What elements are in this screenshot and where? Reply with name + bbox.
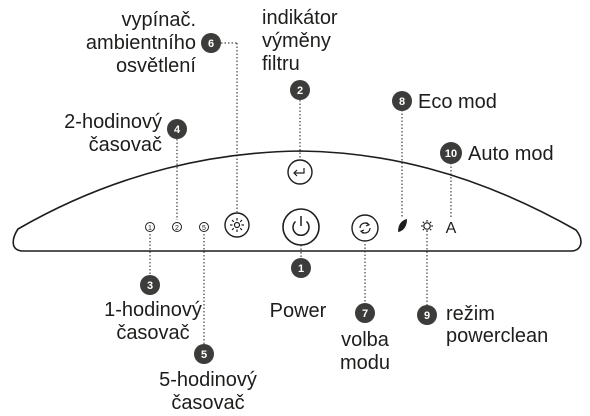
svg-text:5: 5 [202, 225, 206, 232]
svg-text:filtru: filtru [262, 53, 300, 75]
cycle-icon [359, 222, 371, 234]
svg-text:volba: volba [341, 329, 390, 351]
badge-6: 6 [201, 33, 221, 53]
sun-icon [230, 218, 244, 232]
label-mode-select: volba modu [340, 329, 390, 374]
label-timer-1h: 1-hodinový časovač [104, 299, 202, 344]
badge-3: 3 [140, 275, 160, 295]
svg-text:1-hodinový: 1-hodinový [104, 299, 202, 321]
svg-text:9: 9 [424, 310, 430, 322]
label-auto-mode: Auto mod [468, 143, 554, 165]
svg-text:2: 2 [297, 85, 303, 97]
svg-text:5-hodinový: 5-hodinový [159, 369, 257, 391]
svg-text:6: 6 [208, 38, 214, 50]
label-filter-indicator: indikátor výměny filtru [262, 7, 338, 75]
panel-outline [12, 150, 582, 252]
auto-indicator: A [446, 220, 457, 237]
label-ambient-light: vypínač. ambientního osvětlení [86, 9, 197, 77]
label-eco-mode: Eco mod [418, 91, 497, 113]
badge-4: 4 [167, 119, 187, 139]
timer-1-icon[interactable]: 1 [145, 222, 155, 233]
label-power: Power [270, 300, 327, 322]
svg-text:7: 7 [362, 308, 368, 320]
leaf-icon [398, 219, 407, 232]
svg-text:časovač: časovač [89, 134, 162, 156]
badge-10: 10 [440, 142, 462, 164]
powerclean-indicator [421, 220, 433, 232]
svg-text:modu: modu [340, 352, 390, 374]
eco-indicator [398, 219, 407, 232]
svg-text:3: 3 [147, 280, 153, 292]
badge-2: 2 [290, 80, 310, 100]
svg-text:4: 4 [174, 124, 181, 136]
label-timer-2h: 2-hodinový časovač [64, 111, 162, 156]
svg-text:10: 10 [445, 148, 457, 160]
badge-1: 1 [291, 258, 311, 278]
auto-icon: A [446, 220, 457, 237]
badge-8: 8 [392, 91, 412, 111]
svg-text:ambientního: ambientního [86, 32, 196, 54]
svg-text:výměny: výměny [262, 30, 331, 52]
label-powerclean: režim powerclean [446, 303, 548, 347]
svg-text:2-hodinový: 2-hodinový [64, 111, 162, 133]
svg-text:indikátor: indikátor [262, 7, 338, 29]
svg-text:2: 2 [175, 225, 179, 232]
svg-text:5: 5 [201, 349, 207, 361]
power-icon [292, 216, 310, 236]
svg-text:8: 8 [399, 96, 405, 108]
badge-7: 7 [355, 303, 375, 323]
timer-2-icon[interactable]: 2 [172, 222, 182, 233]
svg-text:osvětlení: osvětlení [116, 55, 196, 77]
ambient-light-button[interactable] [224, 212, 250, 238]
svg-text:1: 1 [298, 263, 304, 275]
svg-text:1: 1 [148, 225, 152, 232]
timer-5-icon[interactable]: 5 [199, 222, 209, 233]
svg-text:vypínač.: vypínač. [122, 9, 196, 31]
svg-text:režim: režim [446, 303, 495, 325]
badge-9: 9 [417, 305, 437, 325]
label-timer-5h: 5-hodinový časovač [159, 369, 257, 414]
mode-select-button[interactable] [351, 214, 379, 242]
filter-indicator [287, 159, 313, 185]
filter-replace-icon [293, 168, 305, 177]
svg-text:časovač: časovač [116, 322, 189, 344]
gear-icon [421, 220, 433, 232]
badge-5: 5 [194, 344, 214, 364]
svg-text:časovač: časovač [171, 392, 244, 414]
power-button[interactable] [282, 208, 320, 246]
svg-text:powerclean: powerclean [446, 325, 548, 347]
